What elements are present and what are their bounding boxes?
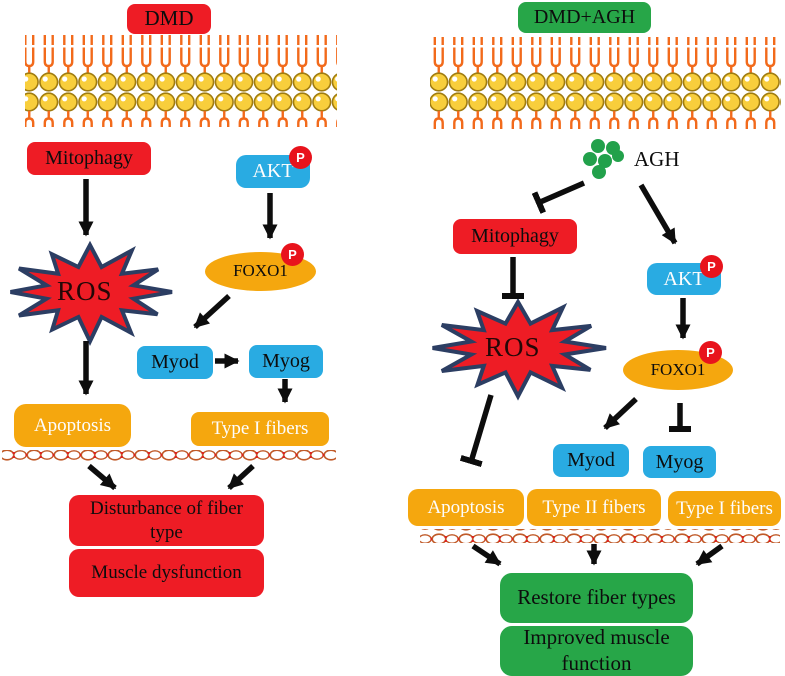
agh-label: AGH bbox=[634, 147, 680, 171]
myod-box-right: Myod bbox=[553, 444, 629, 477]
panel-title-dmd-agh: DMD+AGH bbox=[518, 2, 651, 33]
phospho-badge-akt-left: P bbox=[289, 146, 312, 169]
improved-outcome-box: Improved muscle function bbox=[500, 625, 693, 676]
restore-outcome-box: Restore fiber types bbox=[500, 573, 693, 623]
agh-molecule-icon bbox=[583, 139, 624, 179]
apoptosis-box-left: Apoptosis bbox=[14, 404, 131, 447]
phospho-badge-foxo1-right: P bbox=[699, 341, 722, 364]
myog-box-right: Myog bbox=[643, 446, 716, 478]
dysfunction-outcome-box: Muscle dysfunction bbox=[69, 549, 264, 597]
arrow-foxo1-to-myod-right bbox=[603, 396, 638, 431]
arrow-agh-to-akt bbox=[638, 183, 678, 245]
type1-fibers-box-right: Type I fibers bbox=[668, 491, 781, 526]
muscle-fiber-band-left bbox=[2, 450, 336, 463]
mitophagy-box-left: Mitophagy bbox=[27, 142, 151, 175]
phospho-badge-akt-right: P bbox=[700, 255, 723, 278]
ros-starburst-left bbox=[10, 240, 173, 347]
ros-label-right: ROS bbox=[485, 332, 541, 362]
type2-fibers-box-right: Type II fibers bbox=[527, 489, 661, 526]
lipid-bilayer-left bbox=[25, 35, 337, 127]
myog-box-left: Myog bbox=[249, 345, 323, 378]
phospho-badge-foxo1-left: P bbox=[281, 243, 304, 266]
mitophagy-box-right: Mitophagy bbox=[453, 219, 577, 254]
arrow-band-to-disturbance-right bbox=[227, 463, 255, 491]
arrow-band-to-disturbance-left bbox=[87, 463, 117, 491]
inhibit-agh-to-mitophagy bbox=[531, 180, 586, 214]
myod-box-left: Myod bbox=[137, 346, 213, 379]
apoptosis-box-right: Apoptosis bbox=[408, 489, 524, 526]
disturbance-outcome-box: Disturbance of fiber type bbox=[69, 495, 264, 546]
ros-starburst-right bbox=[432, 298, 607, 401]
arrow-band-to-restore-left bbox=[471, 543, 502, 567]
arrow-foxo1-to-myod-left bbox=[193, 293, 231, 330]
lipid-bilayer-right bbox=[430, 37, 781, 129]
inhibit-ros-to-apoptosis bbox=[459, 394, 494, 468]
ros-label-left: ROS bbox=[57, 276, 113, 306]
type1-fibers-box-left: Type I fibers bbox=[191, 412, 329, 446]
panel-title-dmd: DMD bbox=[127, 4, 211, 34]
arrow-band-to-restore-right bbox=[695, 543, 724, 567]
muscle-fiber-band-right bbox=[420, 529, 780, 543]
